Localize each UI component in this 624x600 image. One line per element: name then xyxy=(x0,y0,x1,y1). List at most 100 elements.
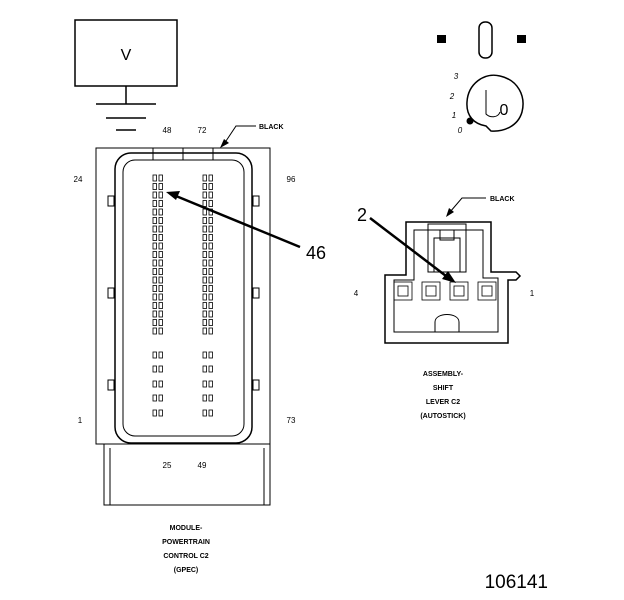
pcm-caption-line-4: (GPEC) xyxy=(174,567,199,574)
pcm-pin-cavity xyxy=(152,365,157,373)
pcm-pin-cavity xyxy=(208,285,213,292)
voltmeter-symbol: V xyxy=(121,47,132,64)
pcm-pin-cavity xyxy=(158,409,163,417)
pcm-pin-cavity xyxy=(152,285,157,292)
pcm-pin-cavity xyxy=(202,200,207,207)
pcm-pin-cavity xyxy=(152,251,157,258)
shift-pin-cavities xyxy=(393,281,497,301)
pcm-pin-cavity xyxy=(208,351,213,359)
pcm-pin-cavity xyxy=(208,217,213,224)
shift-caption-line-4: (AUTOSTICK) xyxy=(420,413,465,420)
pcm-pin-cavity xyxy=(158,259,163,267)
pcm-pin-cavity xyxy=(202,208,207,216)
pcm-pin-cavity xyxy=(208,394,213,402)
pcm-pin-cavity xyxy=(158,394,163,402)
callout-arrowhead-icon xyxy=(166,191,180,200)
pcm-pin-1-label: 1 xyxy=(78,416,83,425)
pcm-pin-cavity xyxy=(208,191,213,199)
pcm-pin-cavity xyxy=(158,310,163,318)
pcm-pin-cavity xyxy=(152,327,157,335)
pcm-pin-cavity xyxy=(152,276,157,284)
shift-color-label: BLACK xyxy=(490,196,515,203)
pcm-pin-cavity xyxy=(152,174,157,182)
pcm-pin-cavity xyxy=(158,183,163,190)
pcm-pin-cavity xyxy=(158,174,163,182)
shift-pin-cavity xyxy=(477,281,497,301)
pcm-pin-cavity xyxy=(202,394,207,402)
pcm-pin-cavity xyxy=(202,183,207,190)
pcm-pin-cavity xyxy=(152,225,157,233)
pcm-pin-cavity xyxy=(152,380,157,388)
shift-lever-connector: BLACK 2 4 1 ASSEMBLY- SHIFT LEVER C2 (AU… xyxy=(354,196,535,420)
pcm-pin-cavity xyxy=(202,285,207,292)
shift-pin-cavity xyxy=(393,281,413,301)
pcm-pin-cavity xyxy=(202,365,207,373)
pcm-pin-cavity xyxy=(202,251,207,258)
pcm-caption-line-2: POWERTRAIN xyxy=(162,539,210,546)
pcm-pin-cavity xyxy=(158,319,163,326)
shift-pin-cavity-inner xyxy=(425,285,437,297)
shift-caption: ASSEMBLY- SHIFT LEVER C2 (AUTOSTICK) xyxy=(420,371,465,420)
pcm-pin-cavity xyxy=(158,380,163,388)
pcm-pin-cavity xyxy=(208,319,213,326)
pcm-pin-cavity xyxy=(152,234,157,241)
pcm-pin-cavity xyxy=(158,293,163,301)
pcm-pin-cavity xyxy=(202,234,207,241)
pcm-pin-cavity xyxy=(202,327,207,335)
pcm-pin-cavity xyxy=(152,293,157,301)
pcm-pin-cavity xyxy=(158,191,163,199)
pcm-pin-73-label: 73 xyxy=(287,416,296,425)
ignition-position-1: 1 xyxy=(452,111,456,120)
pcm-pin-cavity xyxy=(202,302,207,309)
pcm-pin-cavity xyxy=(202,380,207,388)
pcm-pin-cavity xyxy=(208,293,213,301)
pcm-pin-24-label: 24 xyxy=(74,175,83,184)
pcm-pin-cavity xyxy=(202,351,207,359)
pcm-pin-cavity xyxy=(152,242,157,250)
pcm-pin-cavities xyxy=(152,174,213,417)
pcm-pin-cavity xyxy=(158,285,163,292)
arrowhead-icon xyxy=(220,139,229,148)
pcm-pin-cavity xyxy=(152,183,157,190)
shift-pin-cavity-inner xyxy=(453,285,465,297)
pcm-pin-cavity xyxy=(158,234,163,241)
pcm-pin-cavity xyxy=(208,234,213,241)
pcm-pin-cavity xyxy=(208,409,213,417)
pcm-pin-cavity xyxy=(152,208,157,216)
pcm-pin-cavity xyxy=(208,200,213,207)
shift-pin-cavity-inner xyxy=(397,285,409,297)
pcm-pin-cavity xyxy=(208,302,213,309)
pcm-pin-cavity xyxy=(152,259,157,267)
pcm-pin-cavity xyxy=(202,310,207,318)
pcm-pin-cavity xyxy=(202,174,207,182)
ground-icon xyxy=(96,103,156,131)
pcm-pin-cavity xyxy=(158,276,163,284)
pcm-pin-cavity xyxy=(158,327,163,335)
pcm-pin-cavity xyxy=(202,259,207,267)
pcm-pin-48-label: 48 xyxy=(163,126,172,135)
ignition-position-3: 3 xyxy=(454,72,459,81)
shift-caption-line-2: SHIFT xyxy=(433,385,454,392)
key-slot-left-icon xyxy=(437,35,446,43)
pcm-connector: BLACK 48 72 24 96 1 73 25 49 46 MODULE- … xyxy=(74,124,326,574)
pcm-pin-cavity xyxy=(202,276,207,284)
shift-pin-1-label: 1 xyxy=(530,289,535,298)
pcm-pin-cavity xyxy=(208,276,213,284)
pcm-pin-cavity xyxy=(152,409,157,417)
pcm-pin-cavity xyxy=(158,217,163,224)
voltmeter: V xyxy=(74,19,178,131)
ignition-position-2: 2 xyxy=(449,92,455,101)
pcm-pin-cavity xyxy=(152,351,157,359)
pcm-pin-cavity xyxy=(208,268,213,275)
pcm-pin-cavity xyxy=(208,327,213,335)
arrowhead-icon xyxy=(446,208,454,217)
pcm-pin-cavity xyxy=(152,310,157,318)
ignition-key-icon xyxy=(466,74,524,132)
pcm-pin-cavity xyxy=(152,217,157,224)
pcm-pin-cavity xyxy=(152,319,157,326)
pcm-callout-46: 46 xyxy=(306,243,326,263)
pcm-color-label: BLACK xyxy=(259,124,284,131)
pcm-pin-72-label: 72 xyxy=(198,126,207,135)
pcm-pin-cavity xyxy=(202,293,207,301)
